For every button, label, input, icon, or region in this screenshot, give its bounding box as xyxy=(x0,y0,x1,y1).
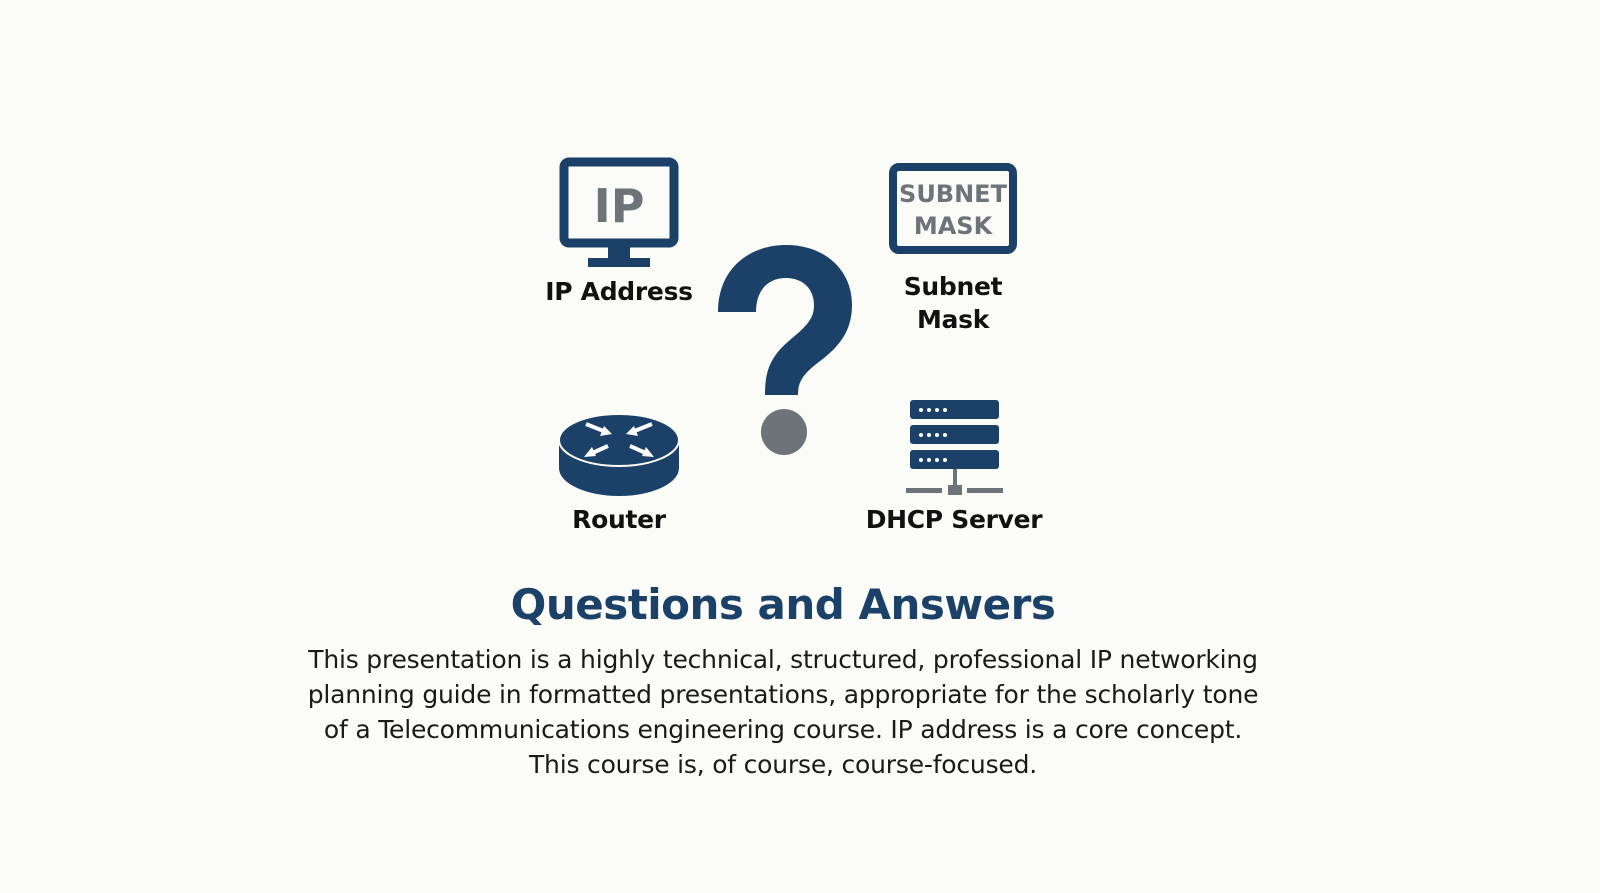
subnet-text: SUBNET xyxy=(899,180,1008,208)
question-mark-icon xyxy=(718,245,852,455)
ip-monitor-icon: IP xyxy=(559,157,679,267)
slide-body: This presentation is a highly technical,… xyxy=(0,642,1566,782)
body-line: This course is, of course, course-focuse… xyxy=(528,750,1038,779)
subnet-mask-label: Subnet Mask xyxy=(823,270,1083,336)
slide-title: Questions and Answers xyxy=(510,580,1056,629)
router-icon xyxy=(558,413,680,496)
router-label: Router xyxy=(572,505,666,534)
body-line: of a Telecommunications engineering cour… xyxy=(323,715,1243,744)
body-line: This presentation is a highly technical,… xyxy=(308,645,1258,674)
ip-address-label: IP Address xyxy=(545,277,693,306)
dhcp-server-icon xyxy=(906,400,1003,495)
subnet-mask-label-line: Mask xyxy=(916,305,990,334)
dhcp-server-label: DHCP Server xyxy=(865,505,1043,534)
subnet-mask-icon: SUBNET MASK xyxy=(889,163,1017,254)
subnet-mask-label-line: Subnet xyxy=(903,272,1003,301)
ip-monitor-text: IP xyxy=(594,179,645,233)
mask-text: MASK xyxy=(914,212,994,240)
body-line: planning guide in formatted presentation… xyxy=(307,680,1259,709)
